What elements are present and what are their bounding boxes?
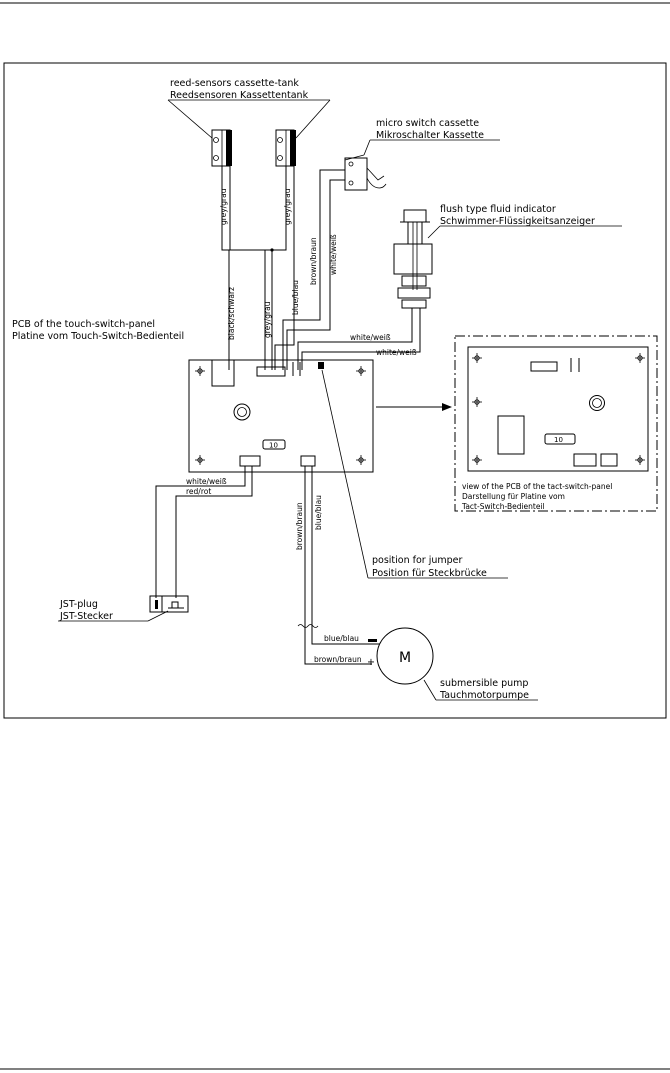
pcb-label-de: Platine vom Touch-Switch-Bedienteil: [12, 331, 184, 342]
pump-label-en: submersible pump: [440, 678, 528, 689]
fluid-indicator: [393, 209, 433, 309]
jst-label-de: JST-Stecker: [59, 611, 113, 622]
reed-sensor-left: [211, 129, 232, 167]
wire-blue-top: blue/blau: [291, 280, 300, 315]
pcb-chip-label-left: 10: [269, 442, 278, 450]
pcb-touch-panel: [188, 359, 374, 473]
pcb-view-box: [454, 335, 658, 512]
jumper-label-en: position for jumper: [372, 555, 463, 566]
pcb-tact-panel: [467, 346, 649, 472]
wire-white-jst: white/weiß: [186, 477, 227, 486]
wire-blue-pump-h: blue/blau: [324, 634, 359, 643]
wire-brown-pump-v: brown/braun: [295, 502, 304, 550]
flush-label-de: Schwimmer-Flüssigkeitsanzeiger: [440, 216, 595, 227]
wire-white-fi1: white/weiß: [350, 333, 391, 342]
micro-label-de: Mikroschalter Kassette: [376, 130, 484, 141]
micro-label-en: micro switch cassette: [376, 118, 479, 129]
flush-label-en: flush type fluid indicator: [440, 204, 556, 215]
arrow-head: [442, 403, 452, 411]
wire-grey-left: grey/grau: [219, 188, 228, 225]
jst-plug: [149, 595, 189, 613]
wire-grey-mid: grey/grau: [263, 301, 272, 338]
motor-label: M: [399, 650, 411, 666]
pcb-label-en: PCB of the touch-switch-panel: [12, 319, 155, 330]
pump-minus-sign: –: [372, 633, 376, 642]
reed-label-en: reed-sensors cassette-tank: [170, 78, 299, 89]
wire-brown-top: brown/braun: [309, 237, 318, 285]
jst-label-en: JST-plug: [59, 599, 98, 610]
pump-motor: [376, 627, 434, 685]
pump-label-de: Tauchmotorpumpe: [439, 690, 529, 701]
diagram-frame: [3, 62, 667, 719]
view-label-line3: Tact-Switch-Bedienteil: [461, 502, 545, 511]
wire-red-jst: red/rot: [186, 487, 211, 496]
reed-label-de: Reedsensoren Kassettentank: [170, 90, 309, 101]
wire-black: black/schwarz: [227, 287, 236, 340]
view-label-line2: Darstellung für Platine vom: [462, 492, 565, 501]
wire-brown-pump-h: brown/braun: [314, 655, 362, 664]
micro-switch: [344, 157, 387, 191]
wire-blue-pump-v: blue/blau: [314, 495, 323, 530]
pump-plus-sign: +: [367, 657, 375, 668]
wire-white-fi2: white/weiß: [376, 348, 417, 357]
pcb-chip-label-right: 10: [554, 436, 563, 444]
jumper-label-de: Position für Steckbrücke: [372, 568, 487, 579]
view-label-line1: view of the PCB of the tact-switch-panel: [462, 482, 612, 491]
wire-white-top: white/weiß: [329, 234, 338, 275]
wire-grey-right: grey/grau: [283, 188, 292, 225]
reed-sensor-right: [275, 129, 296, 167]
